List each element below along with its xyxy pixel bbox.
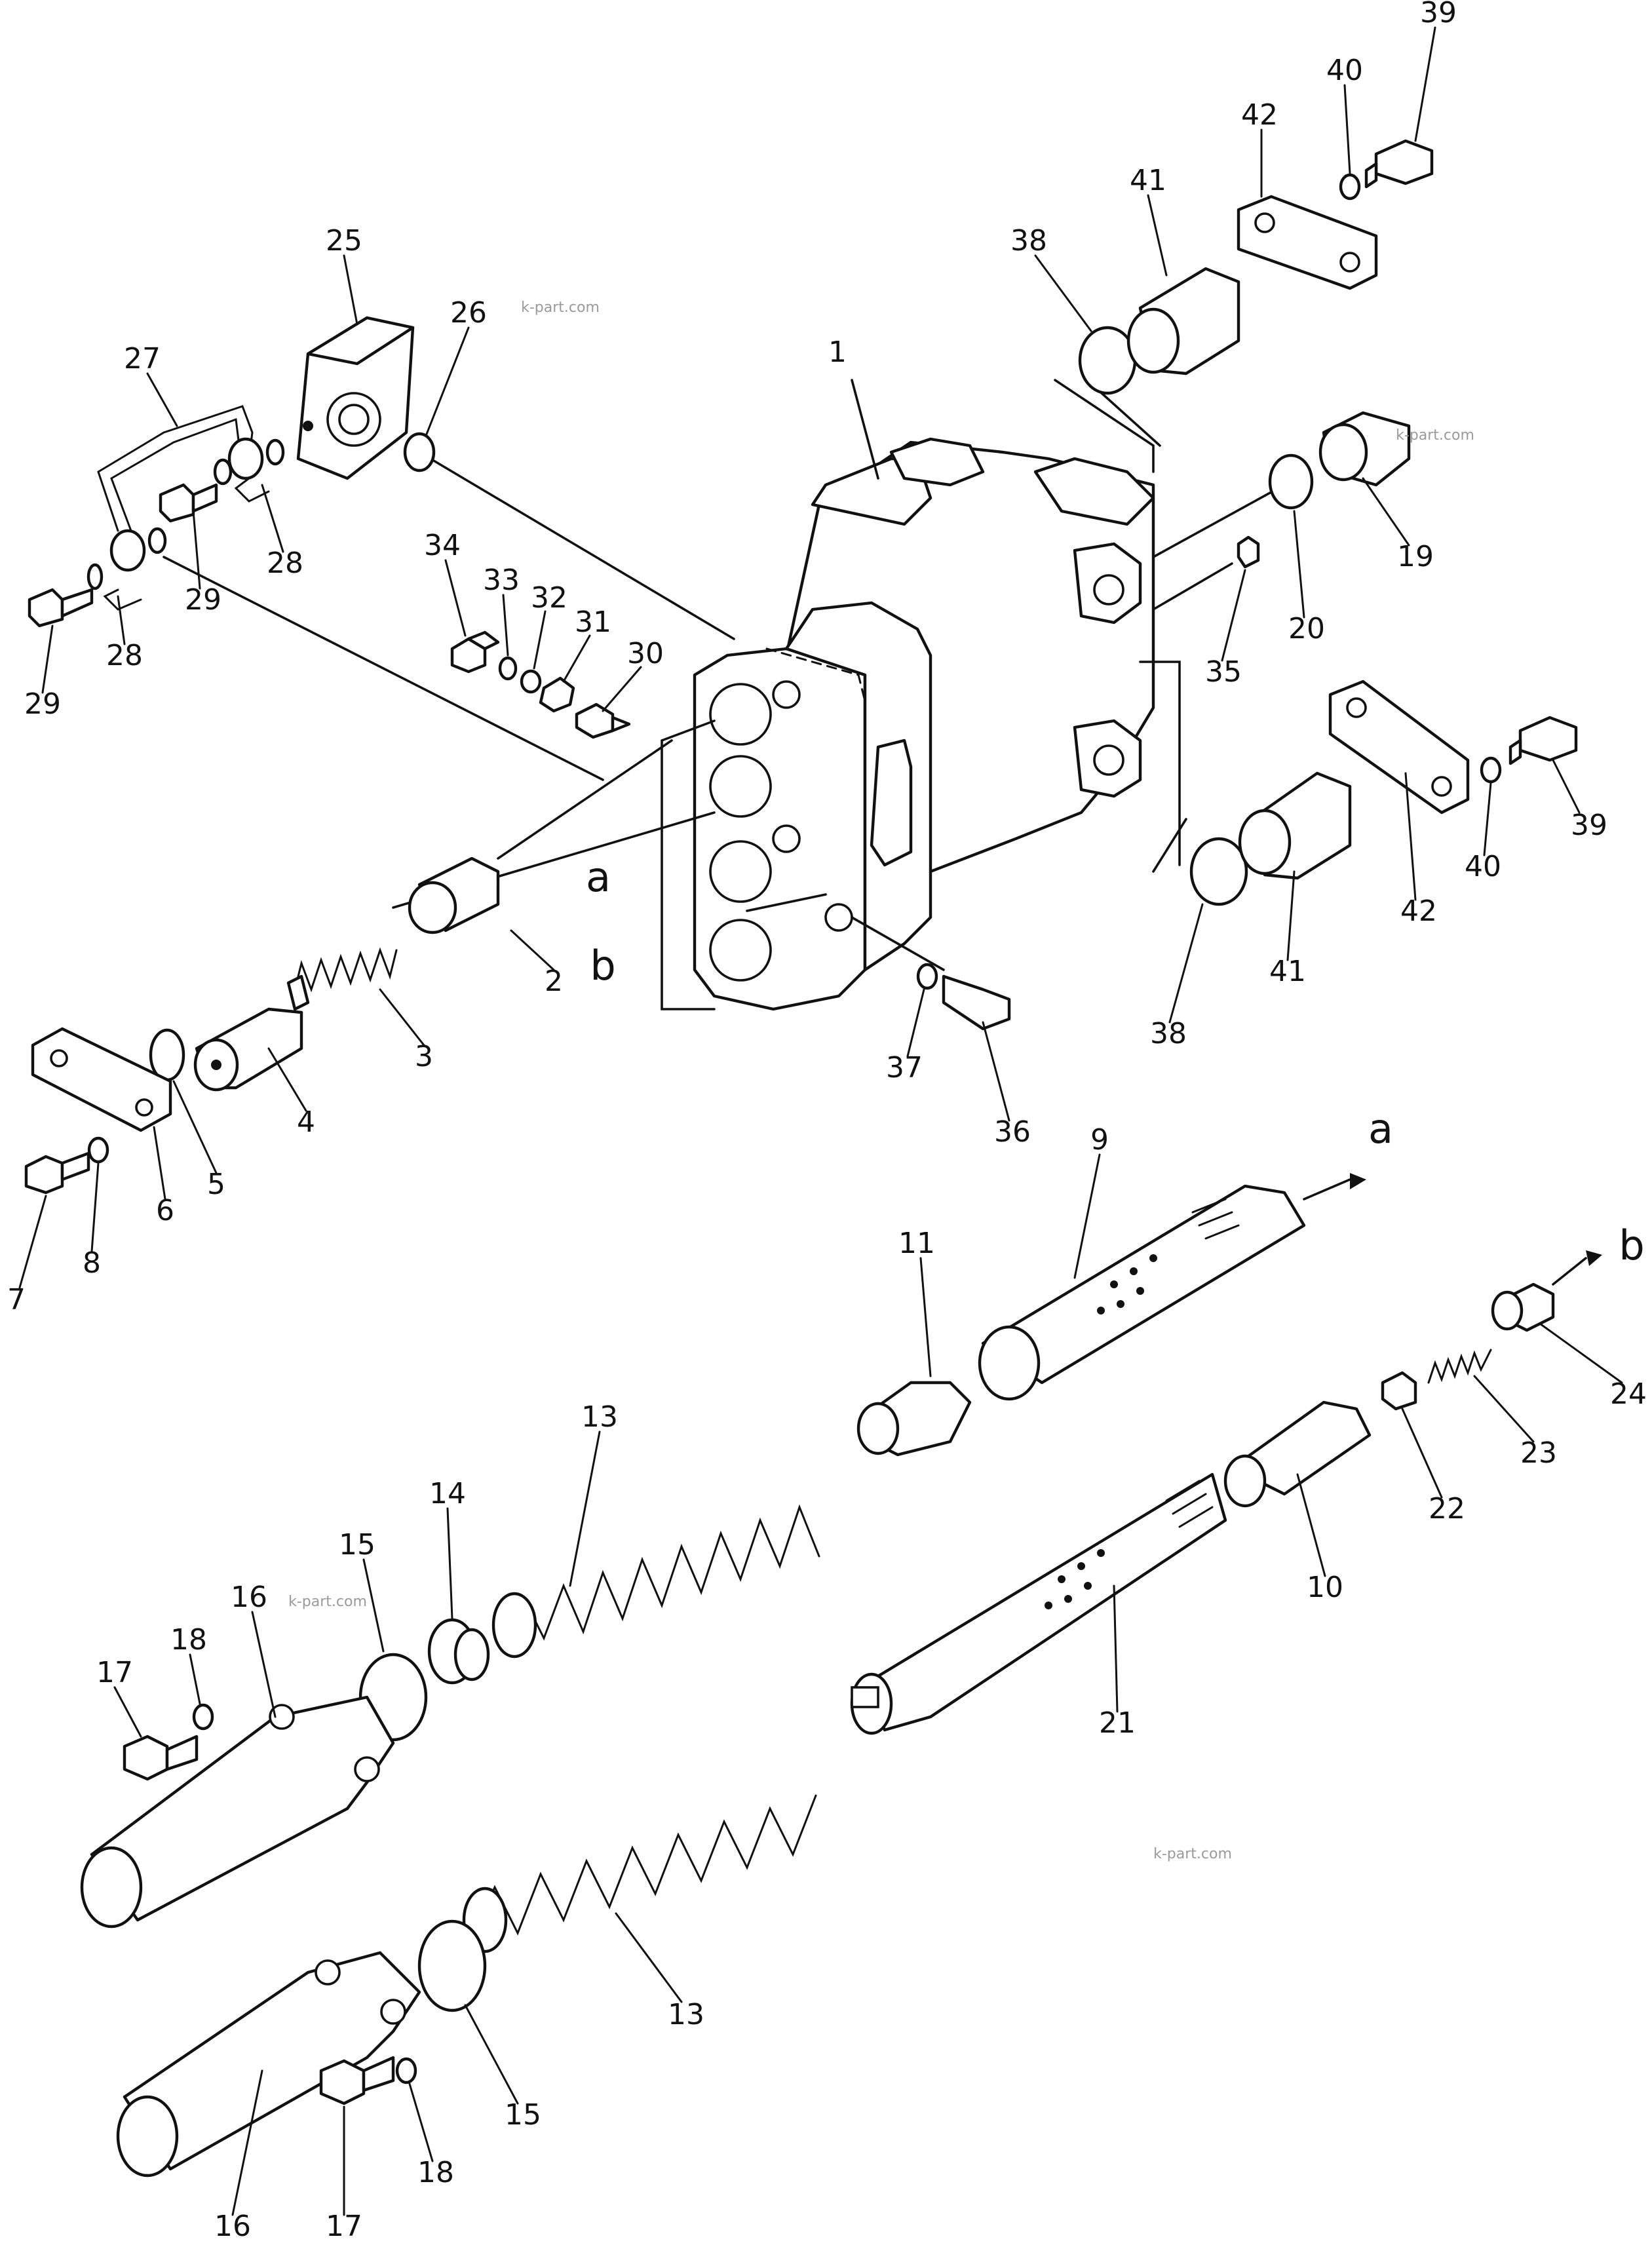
port-b-label: b <box>590 942 615 989</box>
callout-25: 25 <box>326 224 362 258</box>
callout-33: 33 <box>483 564 520 597</box>
callout-39b: 39 <box>1571 809 1607 842</box>
callout-30: 30 <box>627 637 664 670</box>
callout-42b: 42 <box>1400 894 1437 928</box>
callout-15b: 15 <box>505 2098 541 2132</box>
watermark-4: k-part.com <box>1153 1846 1232 1862</box>
callout-32: 32 <box>531 581 567 615</box>
callout-leaders <box>18 26 1623 2216</box>
arrow-a-label: a <box>1368 1105 1393 1153</box>
small-parts-30-35 <box>450 535 1260 739</box>
callout-42a: 42 <box>1241 98 1278 132</box>
callout-35: 35 <box>1205 655 1242 689</box>
callout-27: 27 <box>124 342 161 375</box>
watermark-1: k-part.com <box>521 299 600 316</box>
watermarks: k-part.com k-part.com k-part.com k-part.… <box>288 299 1474 1862</box>
callout-23: 23 <box>1520 1436 1557 1470</box>
callout-9: 9 <box>1090 1123 1109 1157</box>
watermark-2: k-part.com <box>1396 427 1474 444</box>
valve-body <box>693 437 1155 1011</box>
callout-11: 11 <box>898 1227 935 1260</box>
callout-39a: 39 <box>1420 0 1457 29</box>
callout-labels: 1 2 3 4 5 6 7 8 9 10 11 13 13 14 15 15 1… <box>7 0 1647 2243</box>
callout-20: 20 <box>1288 612 1325 645</box>
leader-lines <box>163 379 1286 1010</box>
left-valve-assembly <box>24 856 500 1195</box>
arrow-b-label: b <box>1619 1221 1644 1269</box>
spool-assembly <box>850 1173 1602 1735</box>
callout-19: 19 <box>1397 540 1434 573</box>
callout-38b: 38 <box>1150 1017 1187 1050</box>
callout-17a: 17 <box>96 1656 133 1689</box>
callout-36: 36 <box>994 1115 1031 1149</box>
callout-24: 24 <box>1610 1377 1647 1411</box>
callout-14: 14 <box>429 1477 466 1510</box>
callout-29a: 29 <box>185 583 221 617</box>
callout-1: 1 <box>828 336 847 369</box>
port-markers: a b a b <box>586 853 1645 1269</box>
callout-28a: 28 <box>267 547 303 580</box>
callout-22: 22 <box>1429 1492 1465 1525</box>
port-a-label: a <box>586 853 611 901</box>
callout-34: 34 <box>424 529 461 562</box>
callout-38a: 38 <box>1010 224 1047 258</box>
callout-31: 31 <box>575 605 611 639</box>
callout-13a: 13 <box>581 1400 618 1434</box>
upper-right-cap-assembly <box>916 139 1578 1031</box>
callout-41a: 41 <box>1130 164 1166 197</box>
callout-16a: 16 <box>231 1581 267 1614</box>
callout-37: 37 <box>886 1051 923 1084</box>
callout-15a: 15 <box>339 1528 375 1562</box>
callout-40a: 40 <box>1326 54 1363 87</box>
callout-18b: 18 <box>417 2156 454 2189</box>
lower-spring-assembly <box>80 1504 820 2178</box>
callout-7: 7 <box>7 1283 26 1316</box>
watermark-3: k-part.com <box>288 1594 367 1610</box>
callout-18a: 18 <box>170 1623 207 1657</box>
top-left-block-assembly <box>28 316 436 628</box>
callout-26: 26 <box>450 296 487 330</box>
callout-40b: 40 <box>1465 850 1501 883</box>
callout-13b: 13 <box>668 1998 704 2031</box>
